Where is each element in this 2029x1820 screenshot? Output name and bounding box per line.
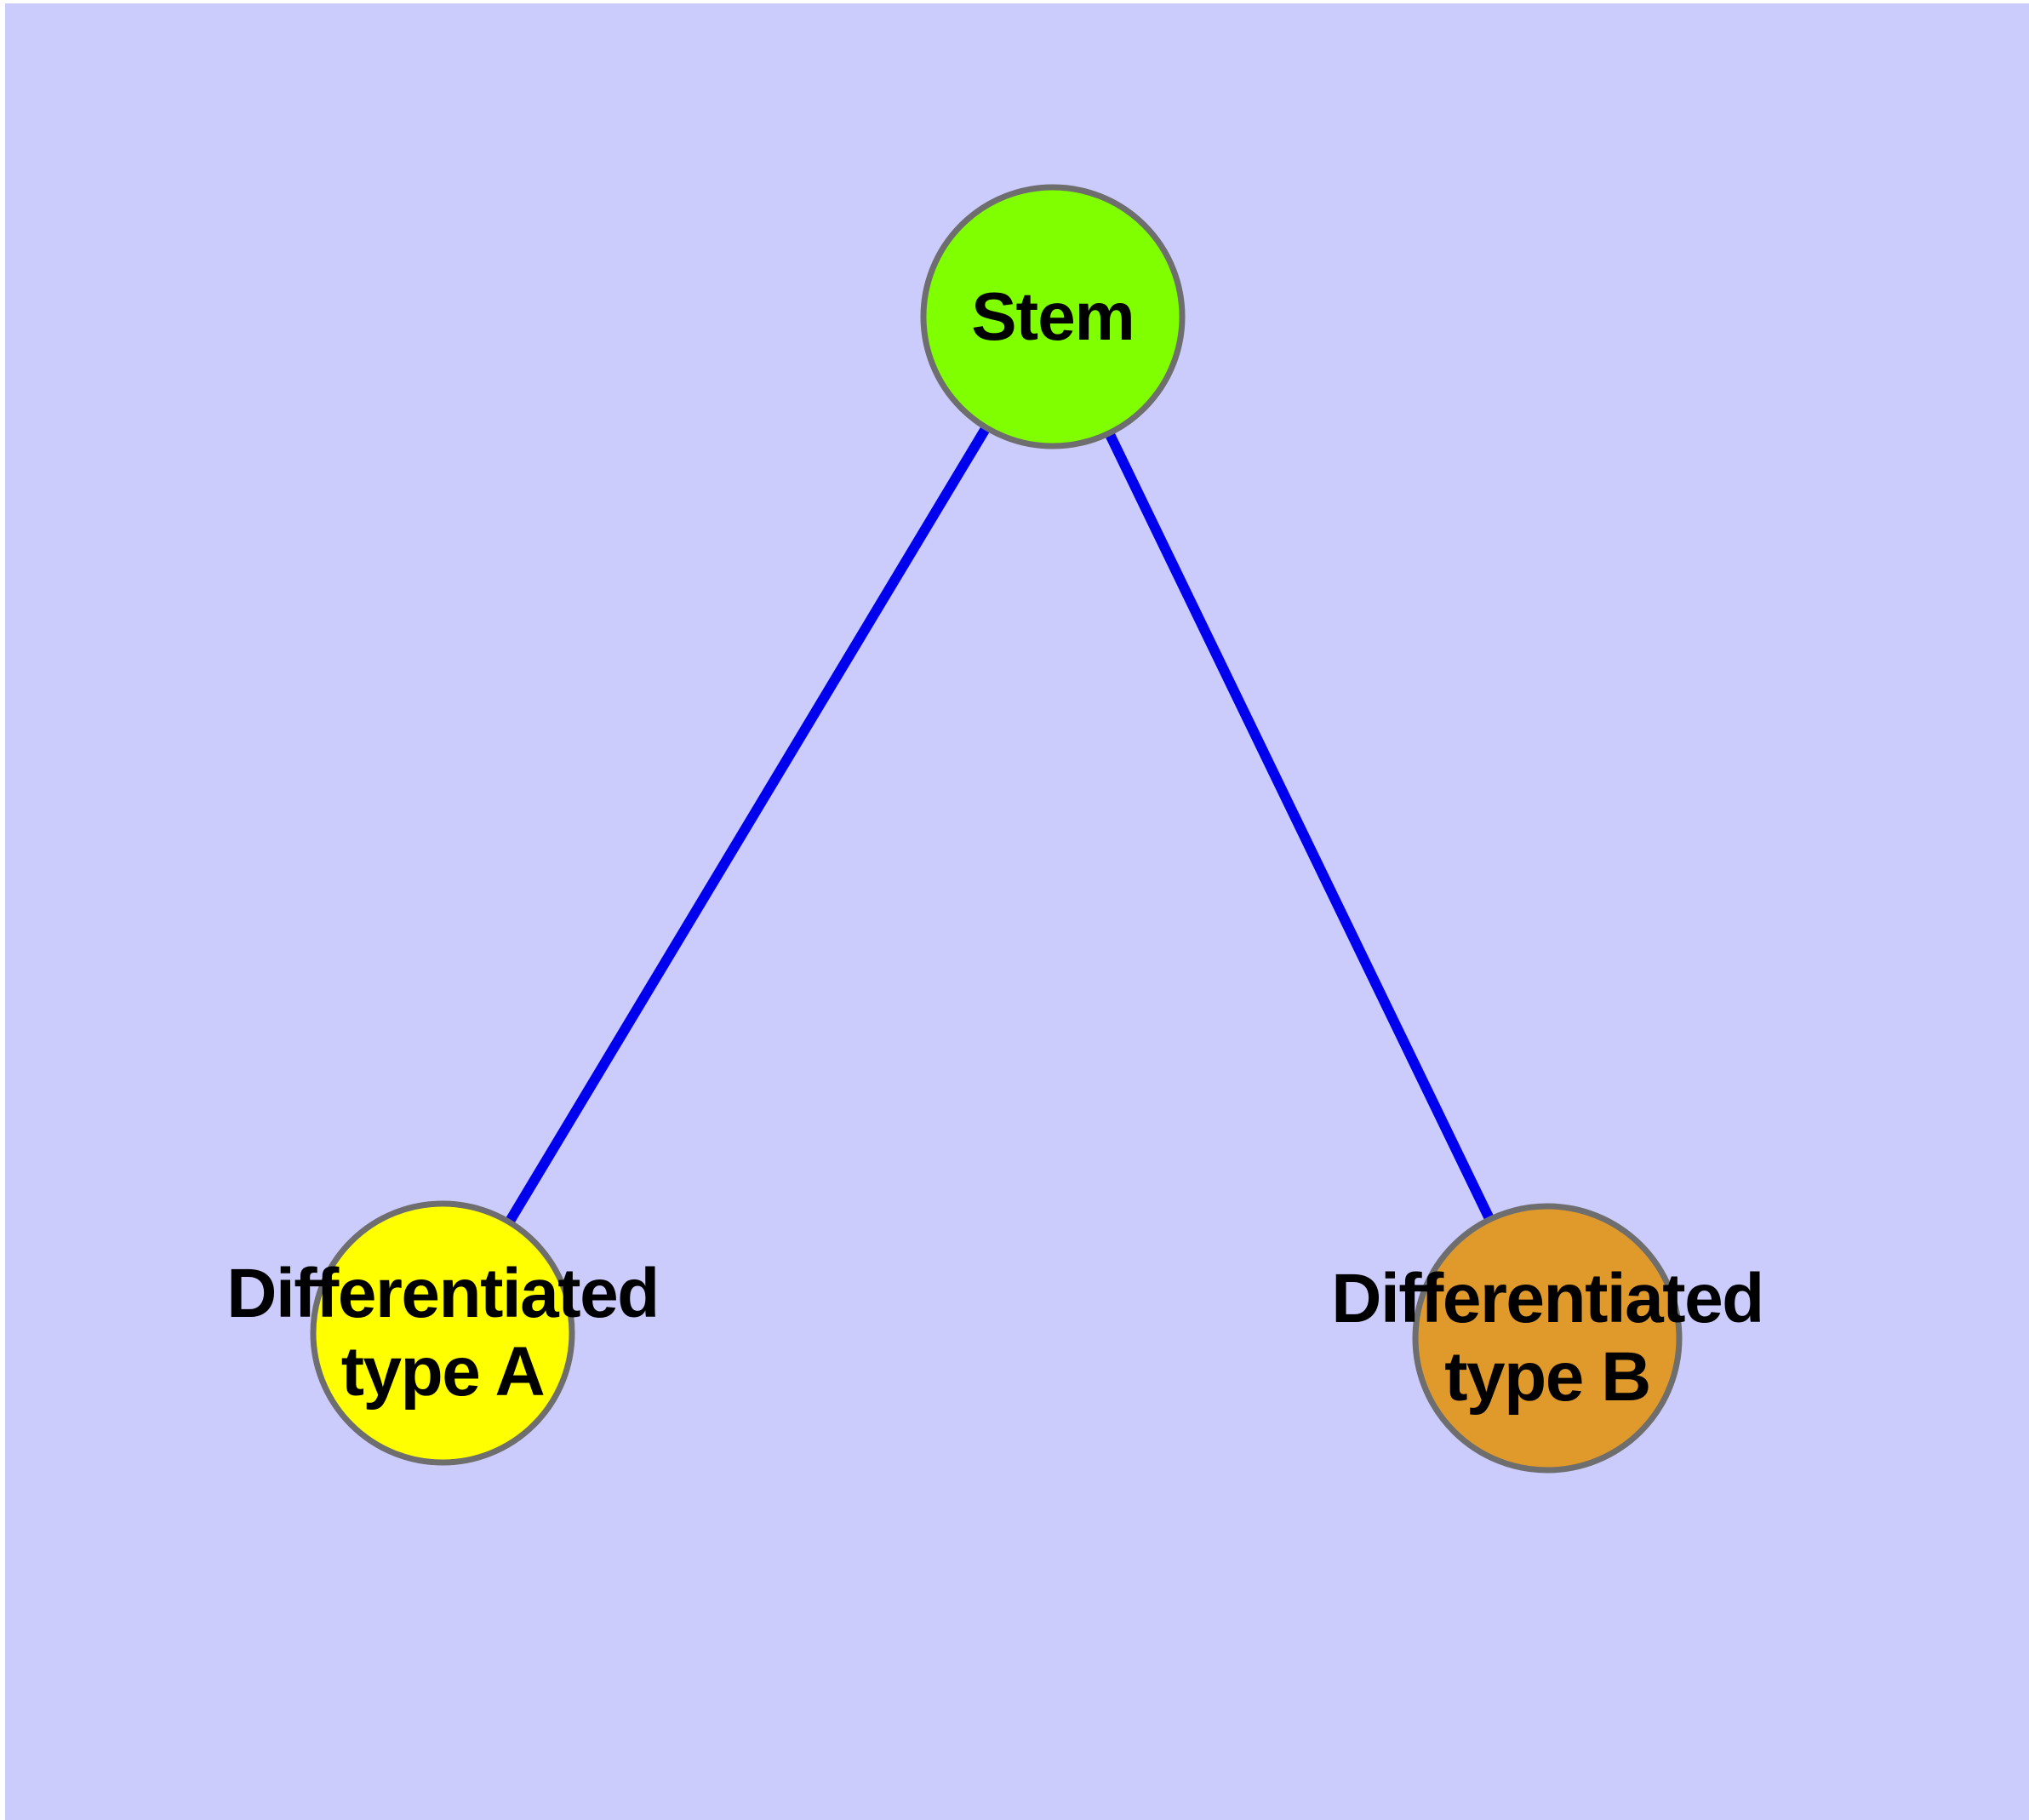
node-stem[interactable]: [920, 184, 1186, 449]
node-layer: [310, 184, 1683, 1474]
node-differentiated-type-b[interactable]: [1412, 1203, 1683, 1474]
node-differentiated-type-a[interactable]: [310, 1200, 575, 1466]
edge-stem-to-differentiated-type-b[interactable]: [1104, 431, 1495, 1222]
edge-layer: [505, 425, 1495, 1225]
edge-stem-to-differentiated-type-a[interactable]: [505, 425, 991, 1225]
